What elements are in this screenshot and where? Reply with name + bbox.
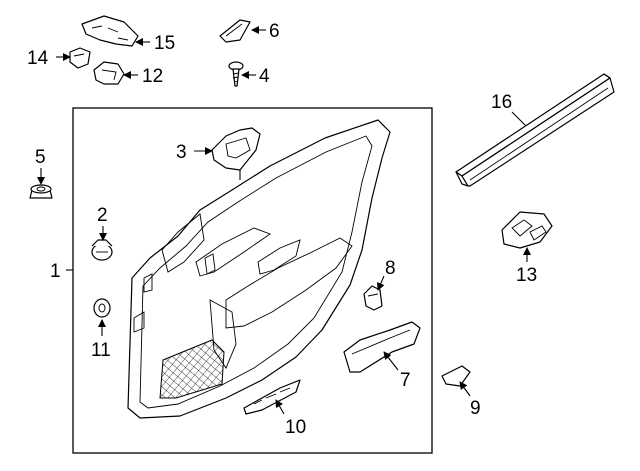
callout-8: 8 [385, 258, 396, 279]
leader-9 [459, 381, 471, 397]
callout-2: 2 [97, 205, 108, 226]
callout-11: 11 [91, 340, 111, 361]
callout-4: 4 [259, 66, 270, 87]
leader-16 [511, 111, 527, 127]
callout-12: 12 [142, 66, 163, 87]
clip-part-2 [91, 239, 113, 261]
door-trim-panel [127, 119, 391, 419]
bracket-part-7 [343, 321, 421, 373]
clip-part-8 [363, 285, 383, 311]
bracket-part-3 [211, 127, 261, 180]
callout-15: 15 [154, 33, 175, 54]
clip-part-12 [93, 61, 125, 85]
pad-part-6 [219, 19, 251, 43]
screw-part-4 [228, 61, 244, 87]
clip-part-14 [69, 47, 91, 69]
leader-8 [377, 275, 385, 291]
callout-13: 13 [516, 265, 537, 286]
reflector-part-10 [243, 379, 301, 415]
callout-14: 14 [27, 48, 49, 69]
assembly-frame [72, 107, 433, 454]
callout-6: 6 [269, 21, 280, 42]
leader-7 [383, 351, 399, 371]
switch-part-13 [501, 211, 553, 249]
callout-10: 10 [285, 417, 306, 438]
callout-3: 3 [176, 142, 187, 163]
callout-1: 1 [50, 261, 61, 282]
callout-7: 7 [400, 370, 411, 391]
grommet-part-11 [93, 298, 111, 318]
callout-5: 5 [35, 147, 46, 168]
bracket-part-15 [81, 15, 139, 47]
leader-10 [275, 399, 285, 415]
callout-16: 16 [491, 92, 512, 113]
weatherstrip-part-16 [455, 73, 615, 187]
callout-9: 9 [470, 398, 481, 419]
nut-part-5 [29, 184, 53, 199]
pad-part-9 [441, 365, 471, 387]
